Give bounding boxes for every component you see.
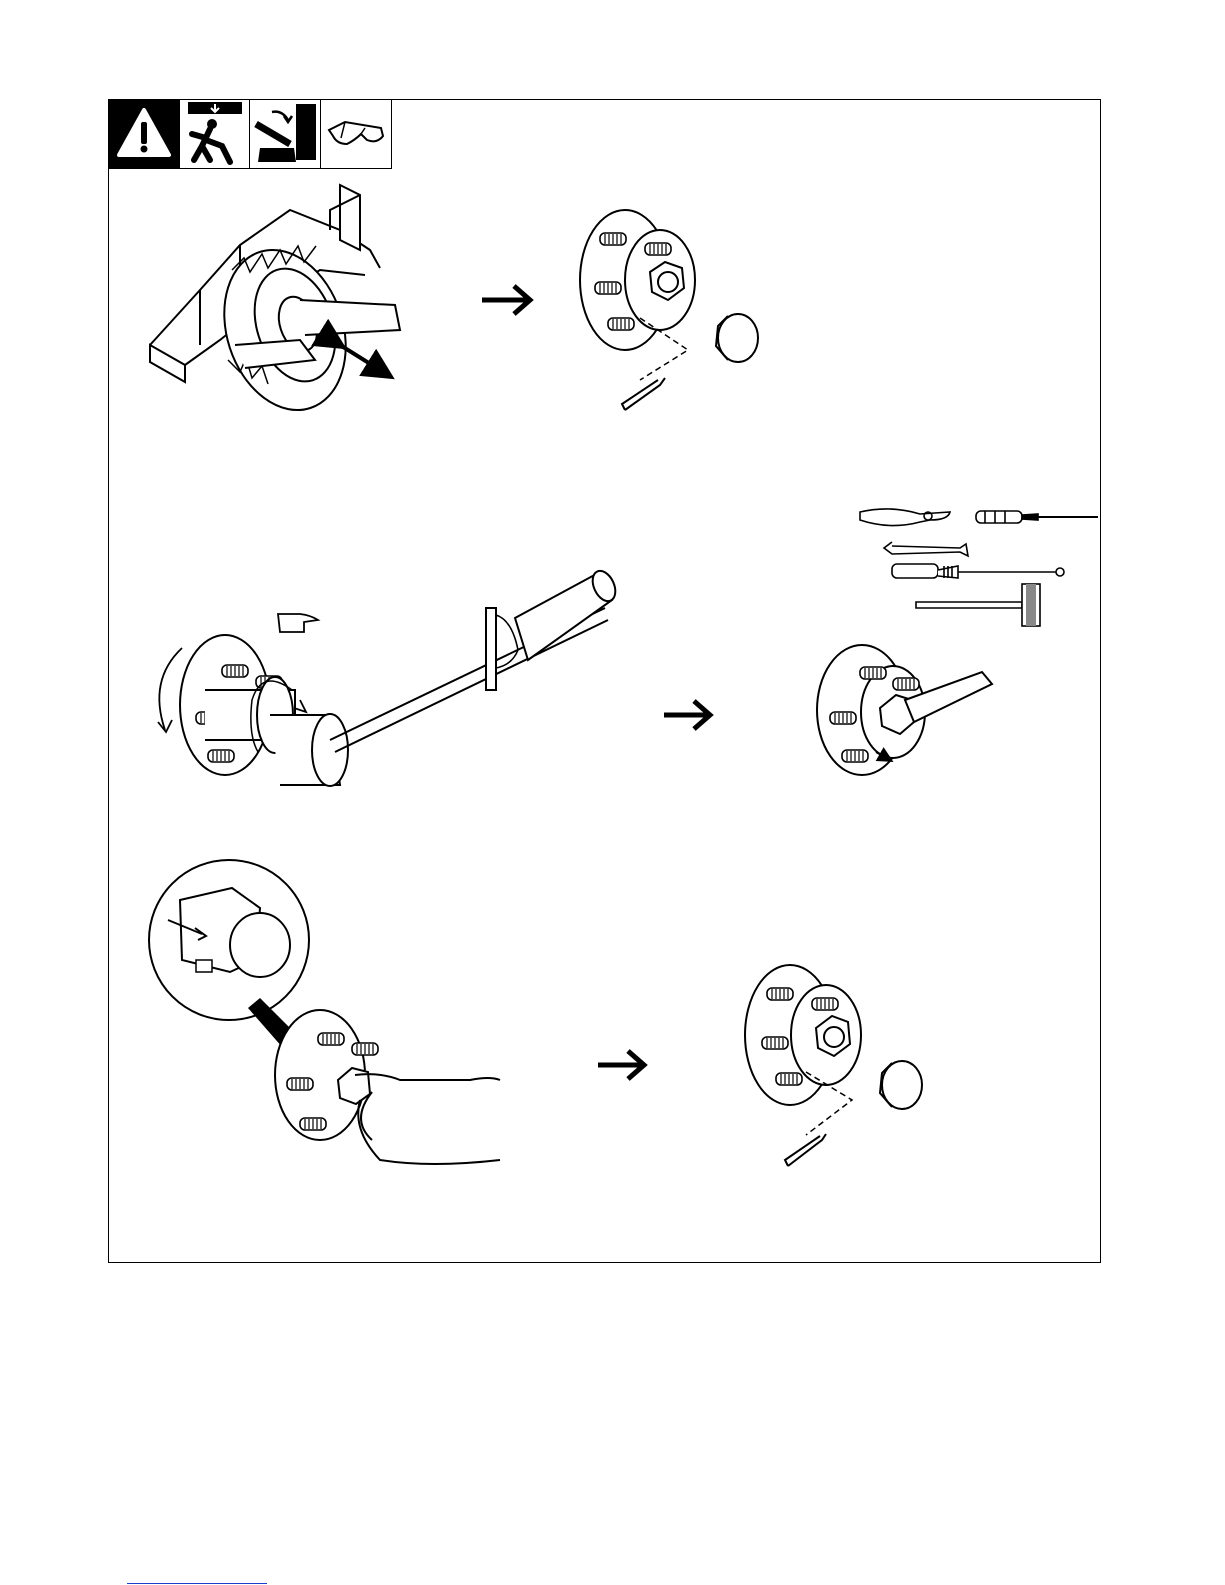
torque-wrench-illustration [158, 567, 620, 786]
wheel-under-fender-illustration [150, 185, 400, 426]
wrench-back-off-nut-illustration [817, 645, 992, 775]
pliers-icon [860, 509, 950, 526]
hand-tighten-nut-illustration [149, 860, 500, 1164]
mallet-icon [916, 584, 1040, 626]
hand-pointer-icon [278, 614, 318, 632]
step3-next-arrow [598, 1051, 644, 1079]
footer-link-underline[interactable] [127, 1583, 267, 1584]
step2-next-arrow [664, 701, 710, 729]
step1-next-arrow [482, 286, 530, 314]
open-end-wrench-icon [884, 542, 968, 556]
screwdriver-icon [976, 511, 1098, 523]
tools-set [860, 509, 1098, 626]
hub-install-cotter-pin-illustration [745, 965, 922, 1166]
torque-wrench-icon [892, 564, 1064, 578]
hub-remove-dust-cap-illustration [580, 210, 758, 410]
